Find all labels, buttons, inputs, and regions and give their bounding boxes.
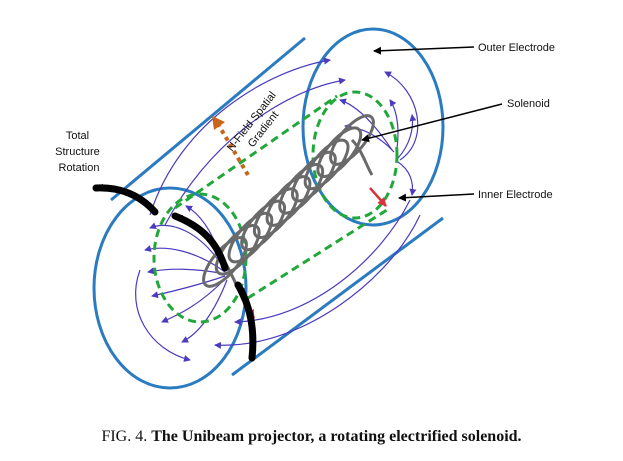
label-rotation-line-3: Rotation — [59, 162, 100, 174]
outer-electrode-top-edge — [110, 36, 306, 202]
outer-electrode-front-rim — [92, 186, 248, 390]
label-rotation-line-1: Total — [66, 130, 89, 142]
field-line-outer-top — [149, 57, 331, 216]
caption-prefix: FIG. 4. — [101, 428, 152, 445]
outer-electrode-back-rim — [301, 27, 445, 227]
label-solenoid: Solenoid — [507, 98, 550, 110]
label-total-structure-rotation: Total Structure Rotation — [55, 130, 103, 174]
coil-loop — [227, 211, 274, 264]
gradient-arrow — [212, 116, 250, 177]
figure-caption: FIG. 4. The Unibeam projector, a rotatin… — [0, 428, 623, 446]
gradient-arrow-icon — [216, 122, 250, 177]
label-outer-electrode: Outer Electrode — [478, 42, 555, 54]
field-line-right-loop — [384, 71, 419, 161]
coil-loop — [329, 114, 375, 166]
rotation-arrow-front — [171, 212, 229, 272]
rotation-arrow-icon — [92, 183, 159, 216]
label-rotation-line-2: Structure — [55, 146, 100, 158]
field-line-outer-top2 — [164, 77, 346, 226]
gradient-arrowhead — [212, 116, 225, 130]
leader-solenoid — [361, 103, 503, 143]
outer-electrode-bottom-edge — [231, 216, 444, 377]
label-field-gradient: N-Field Spatial Gradient — [225, 87, 292, 162]
field-fan-left-4 — [151, 275, 226, 299]
rotation-arrow-bottom — [234, 281, 257, 362]
field-line-outer-bottom — [214, 214, 421, 349]
label-inner-electrode: Inner Electrode — [478, 189, 553, 201]
field-line-left-loop — [135, 269, 191, 362]
charge-arrow-back — [369, 187, 387, 207]
field-fan-right-4 — [397, 114, 417, 159]
coil-loop — [240, 199, 286, 252]
outer-electrode — [92, 27, 445, 390]
svg-text:N-Field Spatial Gradient: N-Field Spatial Gradient — [225, 87, 292, 162]
leader-outer-electrode — [373, 46, 475, 55]
inner-electrode-back-rim — [311, 90, 399, 220]
leader-inner-electrode — [398, 193, 475, 202]
field-line-outer-bottom2 — [234, 199, 411, 326]
caption-text: The Unibeam projector, a rotating electr… — [151, 428, 522, 445]
field-fan-right-2 — [344, 123, 395, 153]
inner-electrode-top-edge — [174, 94, 338, 210]
coil-lead-back — [350, 138, 374, 176]
leader-lines — [361, 46, 503, 202]
coil-loop — [265, 175, 312, 227]
inner-electrode — [152, 90, 399, 324]
field-fan-left-6 — [181, 279, 228, 343]
field-fan-left-5 — [161, 277, 227, 323]
inner-electrode-front-rim — [152, 192, 248, 324]
field-fan-right-5 — [397, 161, 417, 196]
rotation-arrows — [92, 183, 257, 362]
inner-electrode-bottom-edge — [247, 206, 391, 300]
field-fan-left-3 — [147, 267, 226, 275]
coil-loop — [252, 187, 299, 239]
